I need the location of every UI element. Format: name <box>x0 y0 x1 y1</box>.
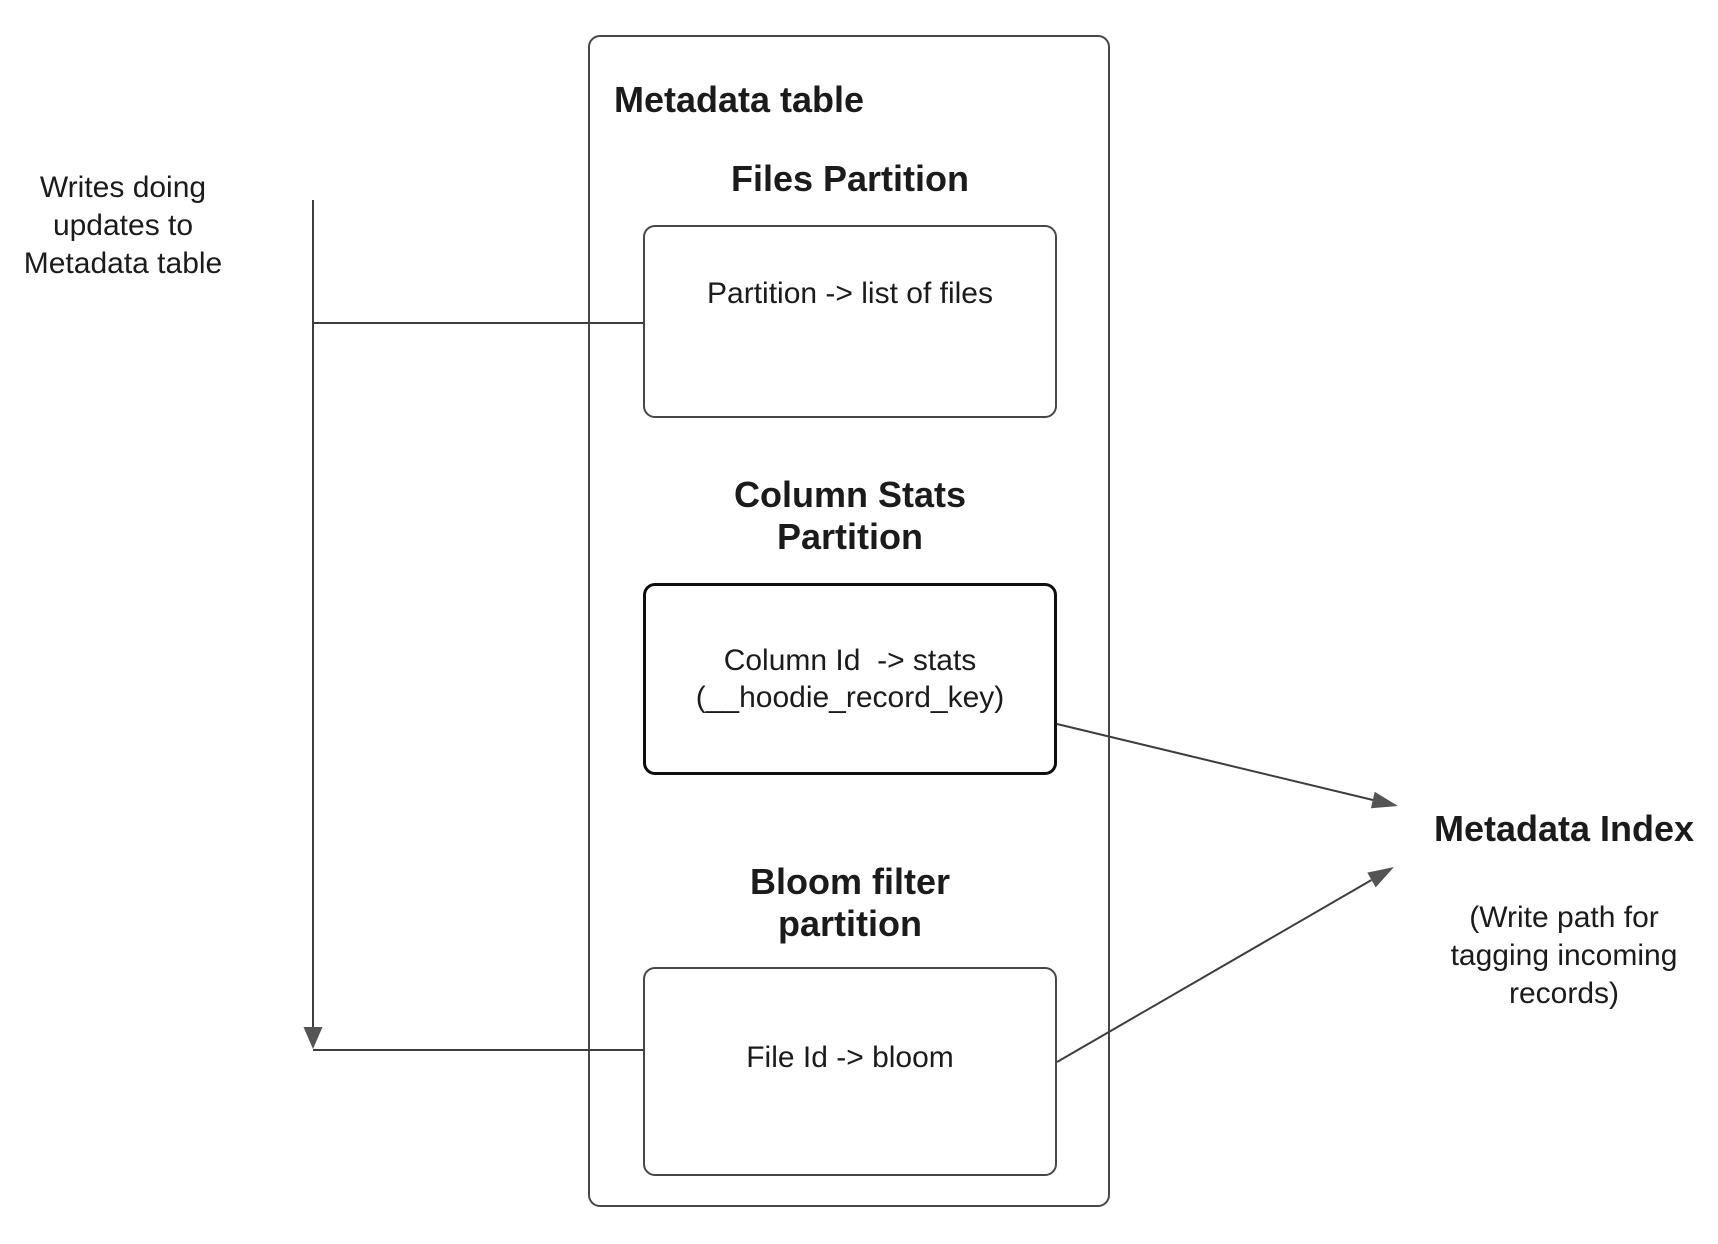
metadata-index-caption: (Write path for tagging incoming records… <box>1450 901 1678 1010</box>
bloom-filter-partition-body: File Id -> bloom <box>746 1041 954 1074</box>
metadata-table-box <box>588 35 1110 1207</box>
metadata-table-title: Metadata table <box>614 79 865 120</box>
files-partition-heading: Files Partition <box>730 158 970 199</box>
files-partition-box: Partition -> list of files <box>643 225 1057 418</box>
column-stats-partition-box: Column Id -> stats (__hoodie_record_key) <box>643 583 1057 775</box>
bloom-filter-partition-box: File Id -> bloom <box>643 967 1057 1176</box>
files-partition-body: Partition -> list of files <box>707 277 993 310</box>
arrow-stats-to-index-head-icon <box>1370 791 1398 809</box>
bloom-filter-partition-heading: Bloom filter partition <box>749 861 950 944</box>
column-stats-partition-heading: Column Stats Partition <box>733 474 966 557</box>
writes-note-label: Writes doing updates to Metadata table <box>23 171 223 280</box>
metadata-index-title: Metadata Index <box>1433 808 1695 849</box>
column-stats-partition-body: Column Id -> stats (__hoodie_record_key) <box>695 644 1005 714</box>
writes-arrow-head-icon <box>303 1027 323 1049</box>
arrow-bloom-to-index-head-icon <box>1367 867 1394 888</box>
